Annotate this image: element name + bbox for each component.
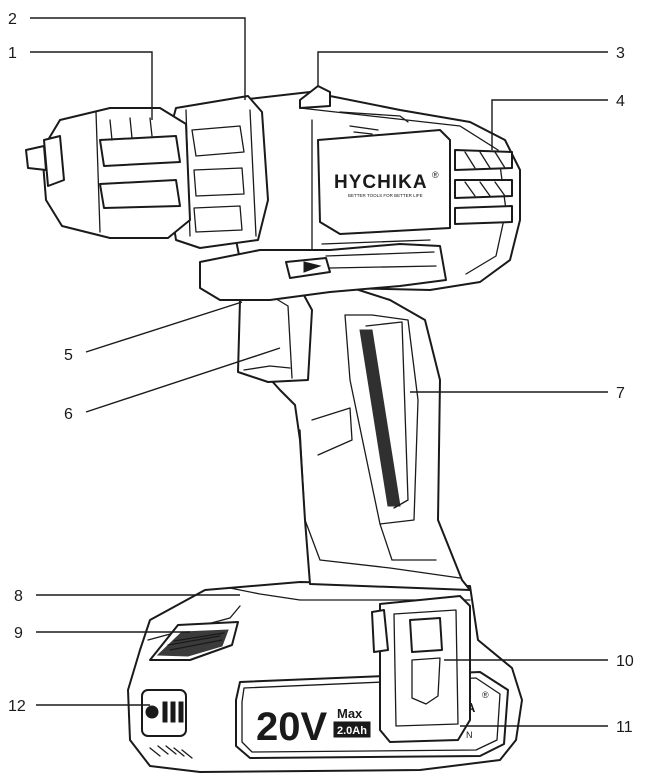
drill-bit-holder xyxy=(25,145,47,171)
battery-partial-text: N xyxy=(466,730,473,740)
battery-capacity: 2.0Ah xyxy=(337,725,367,737)
callout-8: 8 xyxy=(14,588,23,605)
battery-capacity-badge xyxy=(333,721,371,738)
drill-handle xyxy=(261,283,471,591)
callout-11: 11 xyxy=(616,719,633,736)
callout-12: 12 xyxy=(8,698,26,715)
callout-2: 2 xyxy=(8,11,17,28)
callout-4: 4 xyxy=(616,93,625,110)
speed-selector xyxy=(299,85,331,109)
callout-9: 9 xyxy=(14,625,23,642)
belt-clip xyxy=(371,595,471,743)
leader-line-2 xyxy=(30,17,246,100)
leader-lines xyxy=(30,17,608,727)
leader-line-4 xyxy=(491,99,608,150)
battery-max-label: Max xyxy=(337,706,363,721)
motor-housing: HYCHIKA ® BETTER TOOLS FOR BETTER LIFE xyxy=(199,85,521,301)
callout-5: 5 xyxy=(64,347,73,364)
callout-10: 10 xyxy=(616,653,634,670)
brand-tagline: BETTER TOOLS FOR BETTER LIFE xyxy=(348,193,423,198)
air-vents xyxy=(454,149,513,225)
clutch-collar xyxy=(169,95,269,249)
callout-7: 7 xyxy=(616,385,625,402)
battery-registered-mark: ® xyxy=(482,690,489,700)
battery-indicator-button xyxy=(145,705,159,719)
leader-line-6 xyxy=(85,347,281,413)
trigger xyxy=(237,287,313,383)
leader-line-1 xyxy=(30,51,153,120)
callout-numbers: 1 2 3 4 5 6 7 8 9 10 11 12 xyxy=(8,11,634,736)
callout-6: 6 xyxy=(64,406,73,423)
brand-registered-mark: ® xyxy=(432,170,439,180)
callout-1: 1 xyxy=(8,45,17,62)
brand-panel xyxy=(317,129,451,235)
leader-line-3 xyxy=(317,51,608,86)
leader-line-5 xyxy=(85,301,243,353)
battery-voltage: 20V xyxy=(256,705,327,749)
chuck xyxy=(25,107,191,239)
callout-3: 3 xyxy=(616,45,625,62)
brand-name: HYCHIKA xyxy=(334,172,428,193)
